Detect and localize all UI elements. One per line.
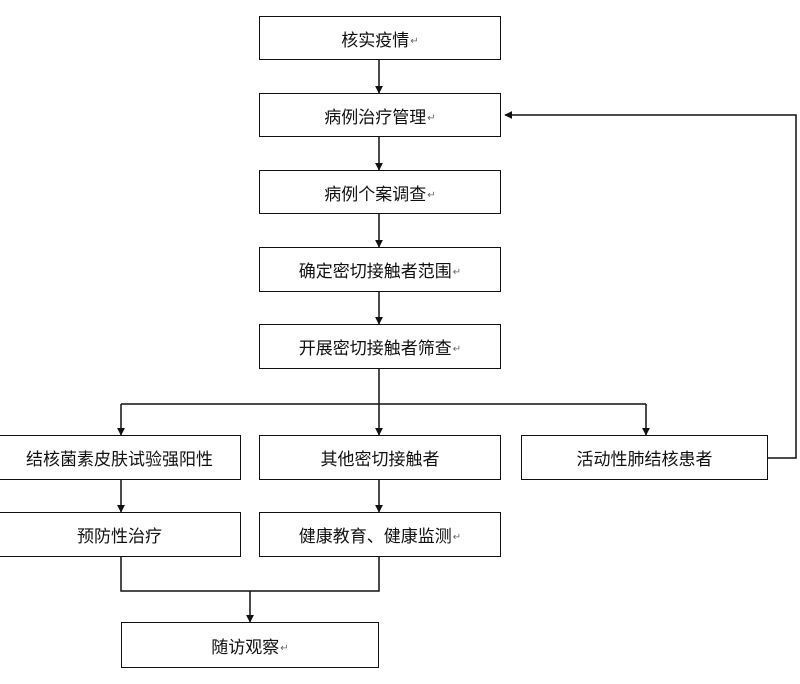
node-health-label: 健康教育、健康监测 xyxy=(298,527,452,547)
paragraph-mark: ↵ xyxy=(427,189,436,201)
node-followup-label: 随访观察 xyxy=(211,637,280,658)
node-screen-label: 开展密切接触者筛查 xyxy=(298,339,452,359)
node-prevent: 预防性治疗 xyxy=(0,512,241,557)
node-prevent-label: 预防性治疗 xyxy=(77,527,162,547)
node-active-tb-label: 活动性肺结核患者 xyxy=(576,450,713,470)
paragraph-mark: ↵ xyxy=(410,35,419,47)
paragraph-mark: ↵ xyxy=(427,112,436,124)
node-scope: 确定密切接触者范围↵ xyxy=(259,247,501,292)
node-health: 健康教育、健康监测↵ xyxy=(259,512,501,557)
node-survey: 病例个案调查↵ xyxy=(259,170,501,214)
paragraph-mark: ↵ xyxy=(452,344,462,355)
node-scope-label: 确定密切接触者范围 xyxy=(298,262,452,282)
node-other-contacts: 其他密切接触者 xyxy=(259,435,501,480)
arrow-feedback-active-tb-to-manage xyxy=(504,111,797,459)
node-followup: 随访观察↵ xyxy=(121,622,379,668)
node-verify-label: 核实疫情 xyxy=(341,30,410,51)
node-manage-label: 病例治疗管理 xyxy=(324,107,427,128)
node-tb-positive: 结核菌素皮肤试验强阳性 xyxy=(0,435,241,480)
node-other-contacts-label: 其他密切接触者 xyxy=(320,450,440,470)
paragraph-mark: ↵ xyxy=(452,267,462,278)
node-verify: 核实疫情↵ xyxy=(259,16,501,60)
node-active-tb: 活动性肺结核患者 xyxy=(521,435,768,480)
node-screen: 开展密切接触者筛查↵ xyxy=(259,324,501,369)
paragraph-mark: ↵ xyxy=(452,532,462,543)
line-merge xyxy=(120,557,380,592)
node-tb-positive-label: 结核菌素皮肤试验强阳性 xyxy=(26,450,213,470)
node-survey-label: 病例个案调查 xyxy=(324,184,427,205)
paragraph-mark: ↵ xyxy=(280,642,289,654)
node-manage: 病例治疗管理↵ xyxy=(259,93,501,137)
